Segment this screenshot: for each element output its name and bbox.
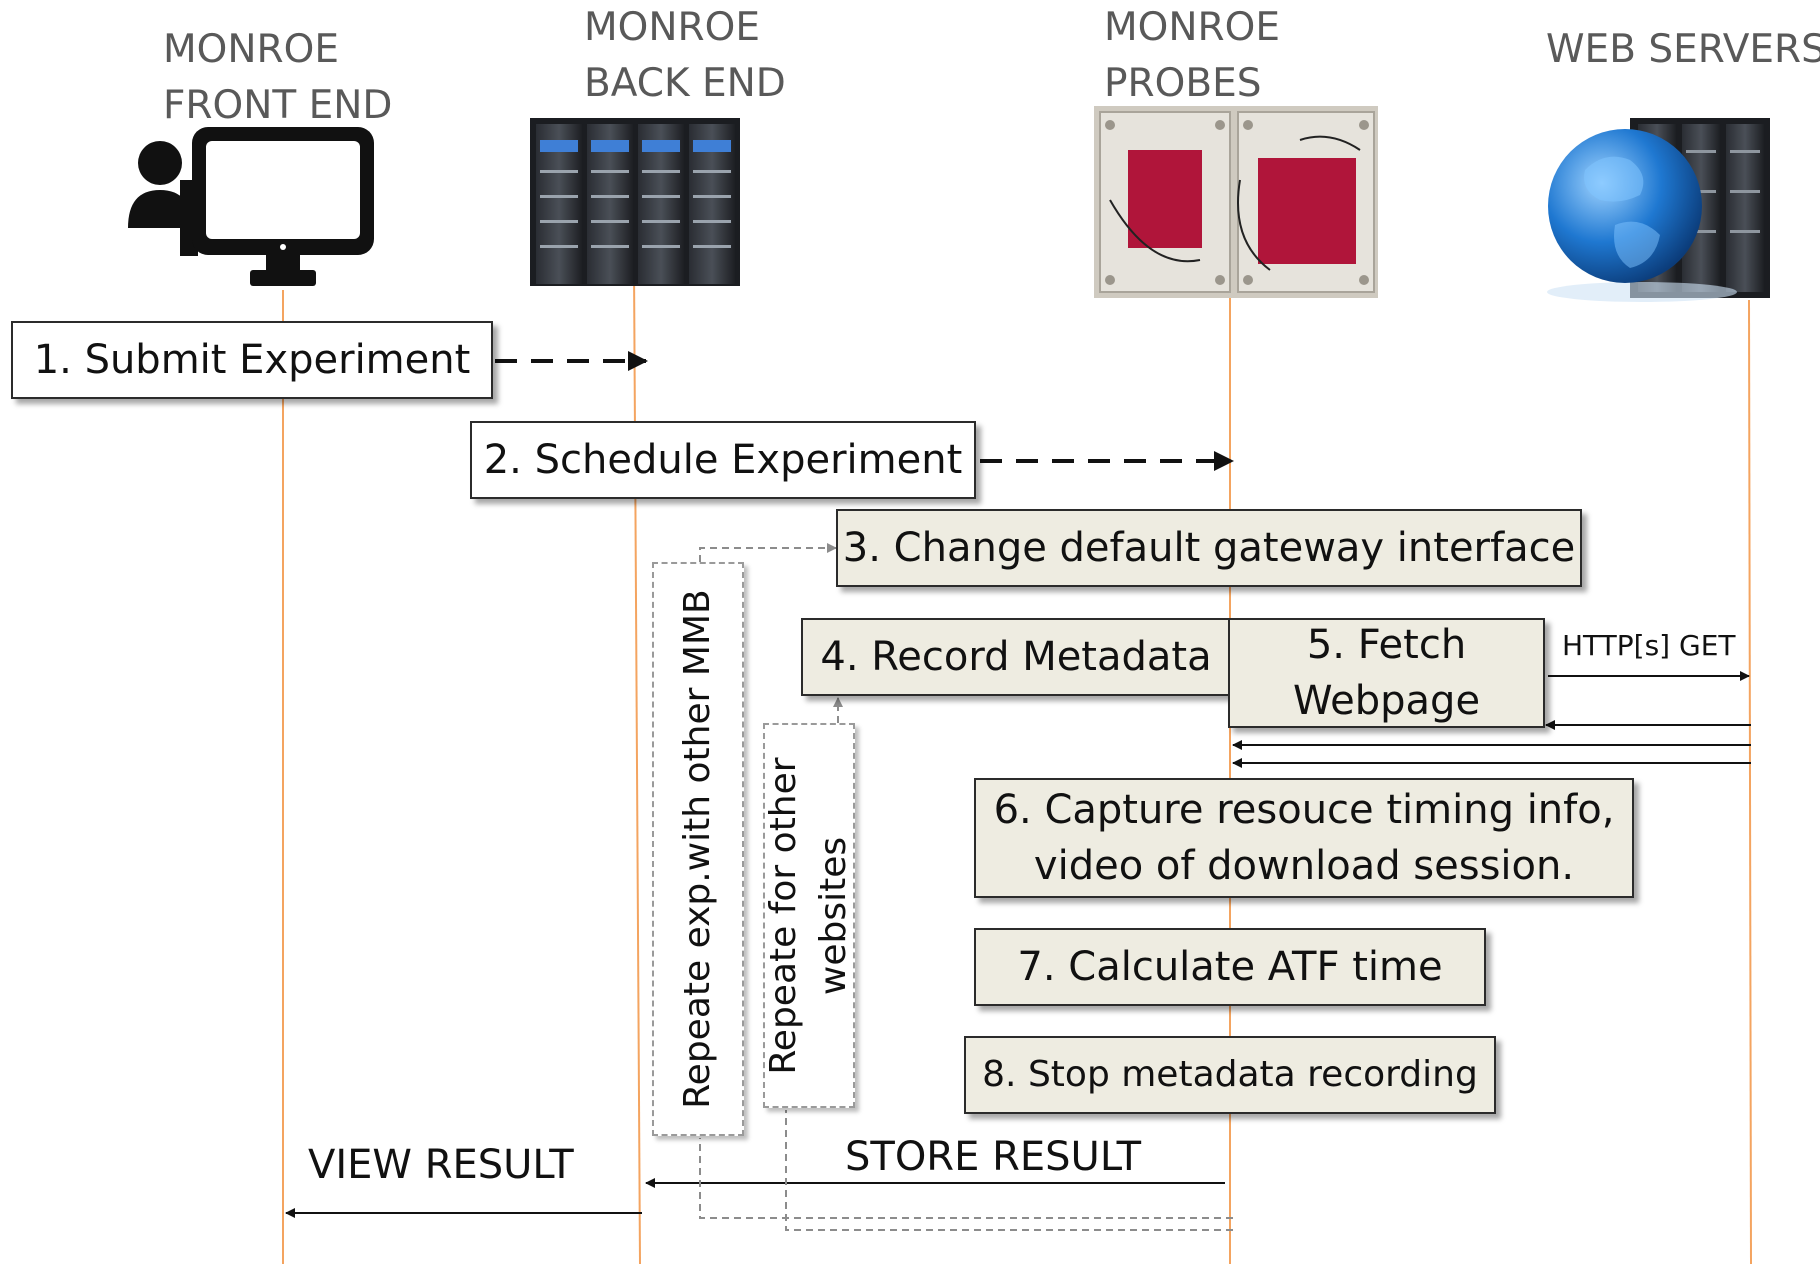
label-view-result: VIEW RESULT: [308, 1142, 574, 1188]
lane-header-probes: MONROE PROBES: [1104, 5, 1280, 106]
step-stop-metadata: 8. Stop metadata recording: [964, 1036, 1496, 1114]
step-schedule-experiment: 2. Schedule Experiment: [470, 421, 976, 499]
lifeline-web-servers: [1748, 299, 1752, 1264]
probe-box-photo: [1094, 106, 1378, 298]
lane-header-web-servers: WEB SERVERS: [1546, 27, 1820, 72]
step-fetch-webpage: 5. Fetch Webpage: [1228, 618, 1545, 728]
loop-box-websites: Repeate for other websites: [763, 723, 855, 1108]
step-record-metadata: 4. Record Metadata: [801, 618, 1231, 696]
loop-label-websites: Repeate for other websites: [763, 756, 854, 1075]
loop-box-mmb: Repeate exp.with other MMB: [652, 562, 744, 1136]
lane-header-front-end: MONROE FRONT END: [163, 27, 393, 128]
globe-server-icon: [1547, 118, 1770, 302]
lifeline-back-end: [633, 267, 641, 1264]
step-calculate-atf: 7. Calculate ATF time: [974, 928, 1486, 1006]
label-store-result: STORE RESULT: [845, 1134, 1142, 1180]
step-change-gateway: 3. Change default gateway interface: [836, 509, 1582, 587]
label-http-get: HTTP[s] GET: [1562, 629, 1736, 662]
loop-label-mmb: Repeate exp.with other MMB: [677, 589, 718, 1109]
step-submit-experiment: 1. Submit Experiment: [11, 321, 493, 399]
loop-websites-connector: [785, 698, 1233, 1231]
server-rack-icon: [530, 118, 740, 286]
user-computer-icon: [128, 127, 374, 286]
loop-mmb-connector: [699, 548, 1233, 1219]
step-capture-timing: 6. Capture resouce timing info, video of…: [974, 778, 1634, 898]
lane-header-back-end: MONROE BACK END: [584, 5, 786, 106]
